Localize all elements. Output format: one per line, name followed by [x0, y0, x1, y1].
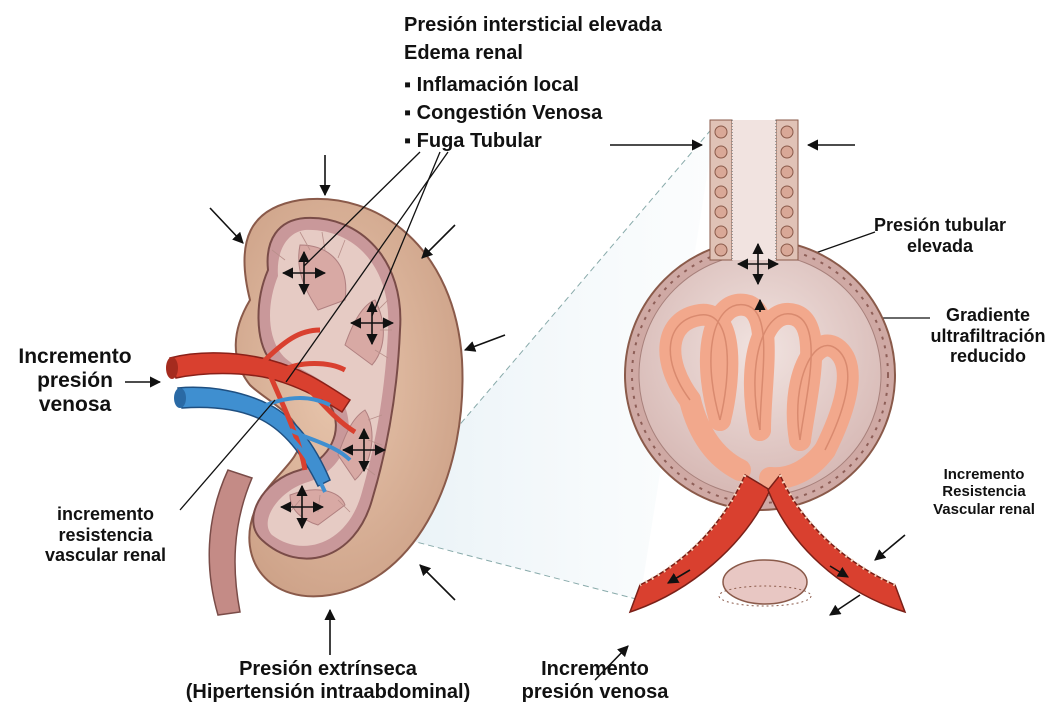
label-left-venous-pressure: Incremento presión venosa — [8, 345, 142, 417]
label-line: ultrafiltración — [918, 326, 1058, 347]
label-line: Incremento — [8, 345, 142, 369]
label-line: Incremento — [495, 658, 695, 681]
kidney — [166, 199, 463, 615]
bullet-venous-congestion: Congestión Venosa — [404, 102, 602, 125]
label-line: Presión extrínseca — [148, 658, 508, 681]
label-left-vascular-resistance: incremento resistencia vascular renal — [28, 504, 183, 566]
label-tubular-pressure: Presión tubular elevada — [860, 215, 1020, 256]
renal-artery-opening — [166, 357, 178, 379]
label-line: Resistencia — [910, 483, 1058, 500]
ureter — [209, 470, 252, 615]
label-line: reducido — [918, 346, 1058, 367]
bullet-tubular-leak: Fuga Tubular — [404, 130, 542, 153]
label-line: Incremento — [910, 466, 1058, 483]
label-line: presión venosa — [495, 681, 695, 704]
label-line: Gradiente — [918, 305, 1058, 326]
label-line: (Hipertensión intraabdominal) — [148, 681, 508, 704]
label-line: venosa — [8, 393, 142, 417]
label-right-vascular-resistance: Incremento Resistencia Vascular renal — [910, 466, 1058, 518]
label-line: Presión tubular — [860, 215, 1020, 236]
label-line: incremento — [28, 504, 183, 525]
label-line: Vascular renal — [910, 501, 1058, 518]
label-extrinsic-pressure: Presión extrínseca (Hipertensión intraab… — [148, 658, 508, 704]
label-line: vascular renal — [28, 545, 183, 566]
label-line: presión — [8, 369, 142, 393]
proximal-tubule — [710, 120, 798, 260]
header-title-line1: Presión intersticial elevada — [404, 14, 662, 37]
renal-vein-opening — [174, 388, 186, 408]
label-bottom-venous-pressure: Incremento presión venosa — [495, 658, 695, 704]
bullet-local-inflammation: Inflamación local — [404, 74, 579, 97]
header-title-line2: Edema renal — [404, 42, 523, 65]
label-line: elevada — [860, 236, 1020, 257]
juxtaglomerular-cell-mass — [723, 560, 807, 604]
label-line: resistencia — [28, 525, 183, 546]
label-ultrafiltration-gradient: Gradiente ultrafiltración reducido — [918, 305, 1058, 367]
